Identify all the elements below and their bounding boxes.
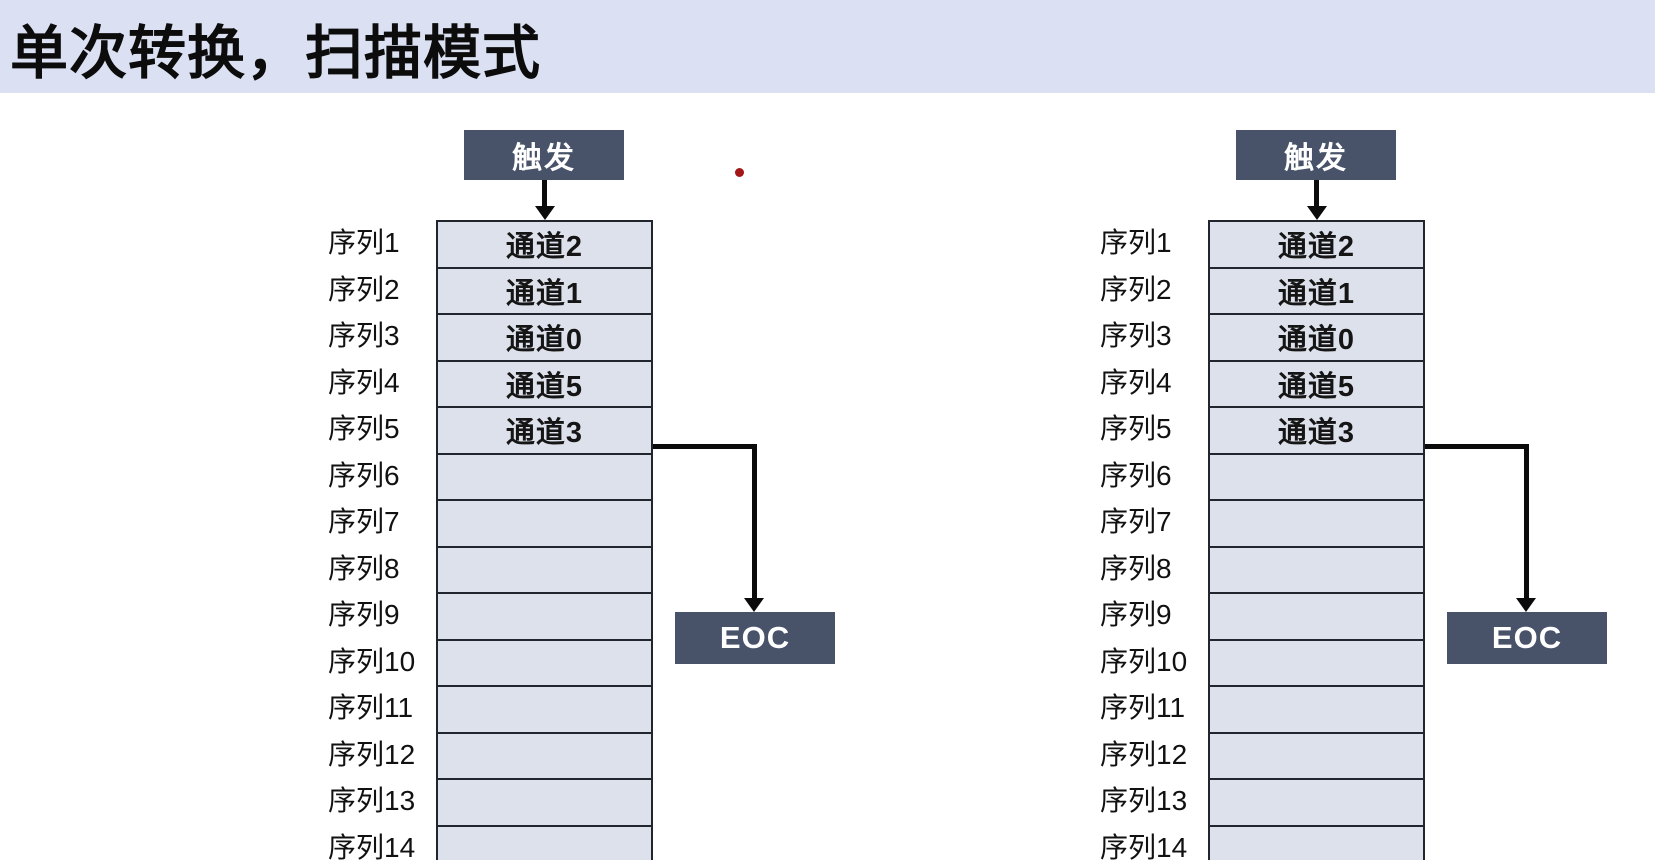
sequence-label: 序列6 <box>328 459 400 491</box>
sequence-label: 序列2 <box>1100 273 1172 305</box>
eoc-box: EOC <box>1447 612 1607 664</box>
sequence-cell <box>1210 454 1423 501</box>
sequence-label: 序列4 <box>1100 366 1172 398</box>
sequence-label: 序列11 <box>328 692 414 723</box>
page-title: 单次转换，扫描模式 <box>10 21 542 86</box>
sequence-label: 序列5 <box>328 413 400 444</box>
sequence-label: 序列7 <box>328 506 400 537</box>
sequence-cell <box>1210 594 1423 641</box>
sequence-cell: 通道5 <box>438 361 651 408</box>
sequence-label: 序列7 <box>1100 506 1172 537</box>
sequence-cell <box>1210 780 1423 827</box>
sequence-label: 序列10 <box>328 645 416 677</box>
sequence-cell: 通道5 <box>1210 361 1423 408</box>
sequence-cell <box>1210 547 1423 594</box>
sequence-label: 序列14 <box>328 831 416 860</box>
sequence-cell: 通道1 <box>1210 268 1423 315</box>
sequence-cell <box>1210 501 1423 548</box>
sequence-cell: 通道3 <box>438 408 651 455</box>
sequence-label: 序列11 <box>1100 692 1186 723</box>
sequence-cell <box>438 826 651 860</box>
sequence-cell: 通道1 <box>438 268 651 315</box>
eoc-arrow-head-icon <box>1516 598 1536 612</box>
sequence-cell <box>1210 687 1423 734</box>
sequence-cell <box>438 547 651 594</box>
sequence-cell <box>1210 826 1423 860</box>
sequence-cell: 通道3 <box>1210 408 1423 455</box>
sequence-cell <box>1210 733 1423 780</box>
sequence-label-column: 序列1 序列2 序列3 序列4 序列5 序列6 序列7 序列8 序列9 序列10 序列11 序列12 序… <box>1100 220 1210 860</box>
sequence-label: 序列5 <box>1100 413 1172 444</box>
laser-pointer-dot <box>735 168 744 177</box>
sequence-cell <box>438 780 651 827</box>
sequence-label: 序列13 <box>328 785 416 816</box>
sequence-cell: 通道2 <box>438 222 651 269</box>
trigger-arrow-line <box>1314 180 1319 207</box>
sequence-label: 序列8 <box>328 552 400 584</box>
eoc-arrow-head-icon <box>744 598 764 612</box>
sequence-cell <box>438 640 651 687</box>
sequence-label: 序列6 <box>1100 459 1172 491</box>
sequence-cell: 通道0 <box>438 315 651 362</box>
sequence-label: 序列13 <box>1100 785 1188 816</box>
sequence-label: 序列1 <box>328 227 400 258</box>
sequence-label: 序列14 <box>1100 831 1188 860</box>
trigger-box: 触发 <box>464 130 624 180</box>
eoc-arrow-horizontal-line <box>653 444 757 449</box>
sequence-cell: 通道0 <box>1210 315 1423 362</box>
sequence-cell <box>438 733 651 780</box>
sequence-label: 序列12 <box>328 738 416 770</box>
sequence-cell <box>1210 640 1423 687</box>
sequence-label: 序列12 <box>1100 738 1188 770</box>
sequence-label: 序列2 <box>328 273 400 305</box>
title-bar: 单次转换，扫描模式 <box>0 0 1655 93</box>
sequence-label: 序列3 <box>328 320 400 351</box>
eoc-box: EOC <box>675 612 835 664</box>
sequence-label: 序列1 <box>1100 227 1172 258</box>
sequence-label: 序列3 <box>1100 320 1172 351</box>
sequence-label: 序列9 <box>328 599 400 630</box>
sequence-cell <box>438 501 651 548</box>
trigger-arrow-line <box>542 180 547 207</box>
sequence-label-column: 序列1 序列2 序列3 序列4 序列5 序列6 序列7 序列8 序列9 序列10 序列11 序列12 序… <box>328 220 438 860</box>
sequence-cell: 通道2 <box>1210 222 1423 269</box>
trigger-box: 触发 <box>1236 130 1396 180</box>
eoc-arrow-vertical-line <box>752 444 757 599</box>
sequence-label: 序列4 <box>328 366 400 398</box>
sequence-label: 序列9 <box>1100 599 1172 630</box>
sequence-cell <box>438 594 651 641</box>
trigger-arrow-head-icon <box>535 206 555 220</box>
eoc-arrow-horizontal-line <box>1425 444 1529 449</box>
sequence-label: 序列10 <box>1100 645 1188 677</box>
sequence-label: 序列8 <box>1100 552 1172 584</box>
sequence-cell <box>438 687 651 734</box>
eoc-arrow-vertical-line <box>1524 444 1529 599</box>
sequence-cell <box>438 454 651 501</box>
trigger-arrow-head-icon <box>1307 206 1327 220</box>
